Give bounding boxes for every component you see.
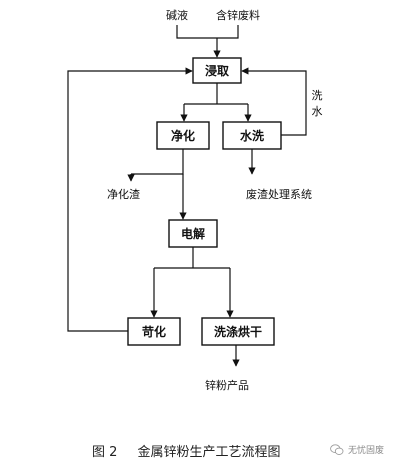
node-alkali-treatment (127, 317, 181, 346)
figure-number: 图 2 (92, 445, 118, 460)
edge-recycle-to-leaching (67, 67, 193, 332)
node-purification (156, 121, 210, 150)
edge-alkali-to-merge (176, 25, 217, 39)
zinc-powder-product-label: 锌粉产品 (205, 378, 249, 392)
node-electrolysis-label: 电解 (181, 226, 205, 241)
input-label-alkali: 碱液 (166, 8, 188, 22)
figure-caption: 图 2 金属锌粉生产工艺流程图 (92, 441, 281, 460)
node-alkali-treatment-label: 苛化 (142, 324, 166, 339)
waste-residue-system-label: 废渣处理系统 (246, 187, 312, 201)
edge-purification-down (131, 149, 184, 175)
edge-electrolysis-split (154, 247, 230, 269)
edge-zinc-waste-to-merge (217, 25, 239, 39)
input-label-zinc-waste: 含锌废料 (216, 8, 260, 22)
purification-residue-label: 净化渣 (107, 187, 140, 201)
node-wash-dry-label: 洗涤烘干 (214, 324, 262, 339)
node-purification-label: 净化 (171, 128, 195, 143)
node-leaching-label: 浸取 (205, 63, 229, 78)
node-washing (222, 121, 282, 150)
wash-water-label-1: 洗 (312, 89, 323, 102)
node-washing-label: 水洗 (240, 128, 264, 143)
wash-water-label-2: 水 (312, 105, 323, 118)
chat-bubble-icon (330, 443, 344, 455)
watermark-text: 无忧固废 (348, 446, 385, 456)
edge-leaching-split (184, 83, 248, 105)
figure-title: 金属锌粉生产工艺流程图 (137, 445, 281, 460)
node-wash-dry (201, 317, 275, 346)
watermark: 无忧固废 (330, 443, 384, 456)
edge-wash-water-return (241, 67, 307, 136)
